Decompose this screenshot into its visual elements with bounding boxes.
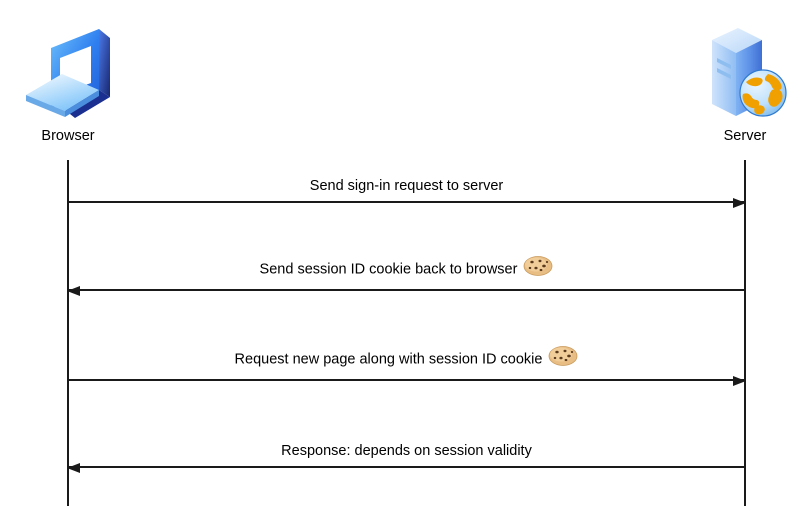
message-label-3: Request new page along with session ID c… bbox=[68, 346, 745, 373]
message-line-2 bbox=[68, 289, 745, 291]
message-text-3: Request new page along with session ID c… bbox=[234, 351, 543, 368]
message-text-4: Response: depends on session validity bbox=[281, 443, 532, 459]
lifeline-server bbox=[744, 160, 746, 506]
arrowhead-right-3 bbox=[733, 375, 746, 386]
lifeline-browser bbox=[67, 160, 69, 506]
message-label-1: Send sign-in request to server bbox=[68, 177, 745, 195]
arrowhead-left-2 bbox=[67, 285, 80, 296]
message-line-1 bbox=[68, 201, 745, 203]
cookie-icon bbox=[523, 255, 553, 282]
cookie-icon bbox=[548, 345, 578, 372]
actor-server: Server bbox=[675, 20, 800, 145]
actor-browser: Browser bbox=[0, 20, 138, 145]
message-arrow-4[interactable]: Response: depends on session validity bbox=[67, 434, 745, 473]
message-label-2: Send session ID cookie back to browser bbox=[68, 256, 745, 283]
laptop-icon bbox=[13, 20, 123, 125]
message-arrow-1[interactable]: Send sign-in request to server bbox=[68, 169, 746, 208]
message-line-4 bbox=[68, 466, 745, 468]
message-line-3 bbox=[68, 379, 745, 381]
actor-browser-label: Browser bbox=[41, 128, 95, 144]
arrowhead-right-1 bbox=[733, 197, 746, 208]
message-text-1: Send sign-in request to server bbox=[309, 178, 504, 194]
actor-server-label: Server bbox=[723, 128, 767, 144]
arrowhead-left-4 bbox=[67, 462, 80, 473]
message-arrow-3[interactable]: Request new page along with session ID c… bbox=[68, 346, 746, 386]
message-label-4: Response: depends on session validity bbox=[68, 442, 745, 460]
server-globe-icon bbox=[690, 20, 800, 125]
message-arrow-2[interactable]: Send session ID cookie back to browser bbox=[67, 256, 745, 296]
message-text-2: Send session ID cookie back to browser bbox=[259, 261, 518, 278]
